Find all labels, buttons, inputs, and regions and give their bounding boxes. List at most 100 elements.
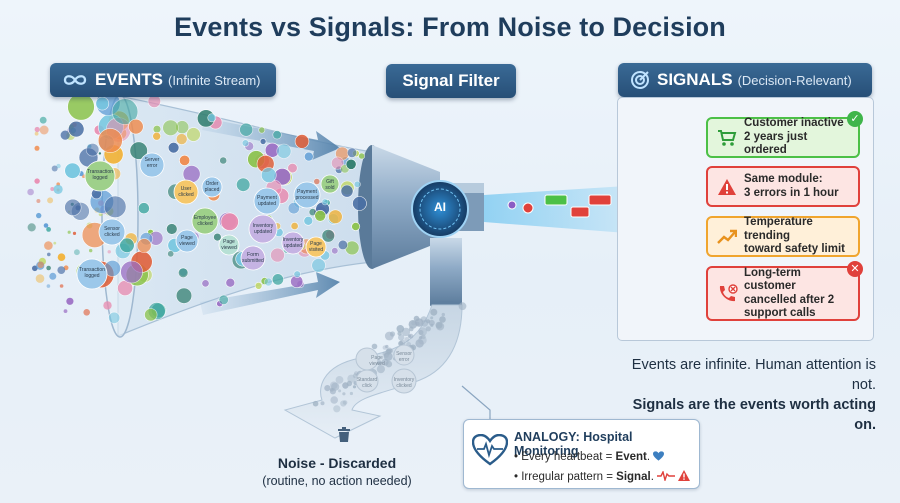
flow-arrow-bottom: [200, 272, 340, 315]
event-dot: [37, 261, 44, 269]
event-bubble: [225, 277, 236, 288]
noise-dot: [418, 330, 424, 335]
noise-dot: [352, 385, 357, 389]
event-bubble: [253, 187, 281, 215]
event-dot: [98, 152, 102, 155]
event-bubble: [218, 234, 240, 256]
analogy-title: ANALOGY: Hospital Monitoring: [514, 430, 633, 458]
event-bubble: [103, 195, 127, 219]
event-dot: [43, 223, 49, 228]
event-dot: [72, 231, 77, 235]
noise-dot: [425, 326, 431, 332]
event-bubble: [98, 218, 126, 246]
heart-pulse-icon: [472, 434, 508, 466]
noise-dot: [389, 349, 394, 353]
event-bubble: [337, 239, 349, 250]
event-dot: [27, 223, 36, 232]
event-bubble: [313, 178, 321, 185]
trash-icon: [338, 427, 350, 442]
event-dot: [34, 178, 40, 184]
event-bubble: [270, 247, 285, 263]
event-bubble: [346, 147, 358, 158]
event-bubble: [186, 127, 201, 142]
event-bubble: [67, 120, 85, 138]
warning-icon: [718, 178, 736, 195]
event-bubble: [76, 258, 108, 290]
event-bubble: [84, 160, 116, 192]
signals-label: SIGNALS: [657, 70, 733, 89]
noise-dot: [381, 358, 389, 366]
event-dot: [46, 265, 51, 271]
event-bubble: [331, 156, 345, 170]
event-bubble: [167, 142, 180, 154]
noise-dot: [458, 302, 467, 311]
noise-dot: [354, 371, 359, 376]
event-bubble: [345, 158, 357, 170]
caption: Events are infinite. Human attention is …: [612, 355, 876, 435]
event-bubble: [220, 212, 239, 231]
event-bubble: [281, 231, 305, 255]
phone-cancel-icon: [719, 283, 738, 301]
infinity-icon: [63, 75, 87, 85]
event-bubble: [64, 198, 82, 216]
event-bubble: [111, 98, 139, 125]
event-bubble: [353, 180, 361, 188]
noise-dot: [382, 345, 387, 350]
flow-arrow-top: [202, 118, 340, 160]
event-bubble: [259, 138, 267, 145]
analogy-box: ANALOGY: Hospital Monitoring • Every hea…: [463, 419, 700, 489]
event-bubble: [303, 151, 314, 162]
noise-dot: [430, 316, 434, 320]
event-bubble: [263, 277, 273, 287]
signal-packet: [544, 194, 568, 206]
noise-sub: (routine, no action needed): [262, 474, 412, 488]
event-bubble: [311, 258, 326, 273]
event-bubble: [173, 179, 199, 205]
event-dot: [67, 230, 71, 234]
event-bubble: [129, 141, 148, 160]
signal-card-module-errors: Same module:3 errors in 1 hour: [706, 166, 860, 207]
event-dot: [36, 199, 41, 203]
noise-dot: [338, 389, 342, 393]
event-bubble: [290, 222, 299, 231]
event-bubble: [85, 143, 100, 157]
event-bubble: [248, 214, 278, 244]
signals-header: SIGNALS (Decision-Relevant): [618, 63, 872, 97]
event-bubble: [179, 154, 191, 166]
noise-dot: [408, 320, 418, 329]
event-bubble: [321, 229, 335, 243]
signal-packet: [507, 200, 517, 210]
noise-dot: [385, 344, 389, 349]
event-bubble: [303, 216, 314, 226]
analogy-signal-row: • Irregular pattern = Signal.: [514, 469, 691, 483]
event-bubble: [271, 273, 284, 286]
event-bubble: [108, 311, 121, 324]
noise-dot: [320, 401, 325, 406]
event-bubble: [201, 279, 210, 288]
event-dot: [53, 184, 63, 194]
event-bubble: [152, 131, 161, 141]
noise-dot: [376, 365, 385, 374]
noise-dot: [428, 319, 435, 326]
event-bubble: [236, 177, 251, 192]
noise-dot: [383, 352, 389, 358]
event-dot: [27, 188, 34, 196]
event-dot: [46, 284, 51, 288]
noise-dot: [435, 321, 443, 329]
cart-icon: [718, 129, 737, 146]
noise-dot: [415, 339, 424, 348]
event-dot: [60, 130, 70, 140]
noise-dot: [419, 336, 423, 340]
signal-packet: [522, 202, 534, 214]
event-bubble: [351, 222, 361, 231]
noise-dot: [312, 400, 319, 407]
event-bubble: [175, 287, 193, 304]
event-bubble: [239, 122, 254, 137]
event-bubble: [201, 176, 223, 198]
event-dot: [50, 187, 55, 191]
event-dot: [46, 227, 51, 232]
filter-cone: [372, 145, 440, 269]
noise-dot: [441, 312, 445, 317]
event-dot: [36, 212, 42, 219]
